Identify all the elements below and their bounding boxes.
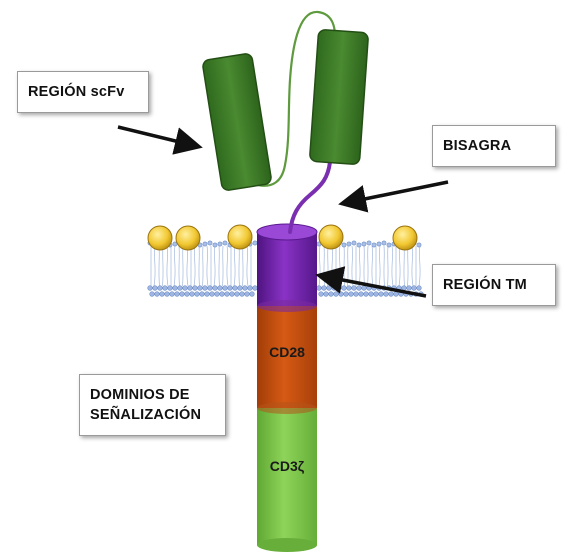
cd3z-segment: CD3ζ xyxy=(257,402,317,552)
lipid-head xyxy=(227,224,253,250)
scfv-domain-left xyxy=(202,53,272,191)
signaling-domains-label: DOMINIOS DE SEÑALIZACIÓN xyxy=(79,374,226,436)
arrow-tm xyxy=(315,266,427,298)
lipid-head xyxy=(147,225,173,251)
cd28-segment: CD28 xyxy=(257,300,317,408)
hinge-linker xyxy=(288,160,332,234)
lipid-head xyxy=(392,225,418,251)
tm-region xyxy=(256,223,318,306)
scfv-region-label: REGIÓN scFv xyxy=(17,71,149,113)
arrow-bisagra xyxy=(338,180,449,213)
hinge-label: BISAGRA xyxy=(432,125,556,167)
tm-region-label: REGIÓN TM xyxy=(432,264,556,306)
scfv-linker-loop xyxy=(257,10,336,187)
lipid-head xyxy=(318,224,344,250)
arrow-scfv xyxy=(117,125,203,155)
scfv-domain-right xyxy=(309,29,369,165)
lipid-head xyxy=(175,225,201,251)
cd28-label: CD28 xyxy=(269,344,305,360)
signaling-domains-line2: SEÑALIZACIÓN xyxy=(90,407,202,423)
cd3z-label: CD3ζ xyxy=(270,458,305,474)
lipid-bilayer-membrane xyxy=(147,224,424,297)
signaling-domains-line1: DOMINIOS DE xyxy=(90,387,190,403)
